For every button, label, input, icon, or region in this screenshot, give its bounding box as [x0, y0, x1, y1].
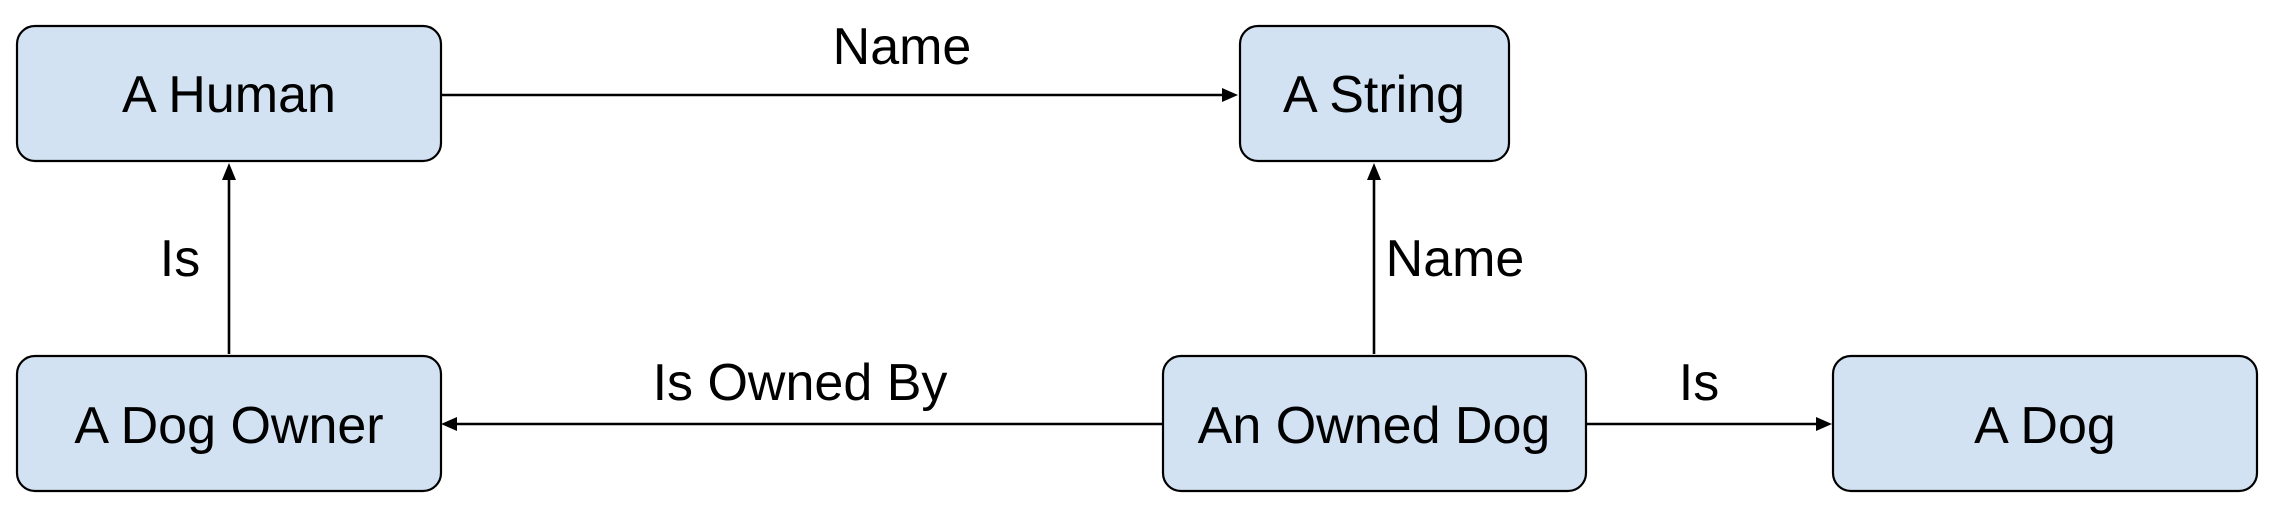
- arrowhead-up-icon: [1367, 163, 1381, 180]
- node-label-a-string: A String: [1283, 66, 1465, 124]
- edge-label-is-owned-by: Is Owned By: [653, 354, 948, 412]
- node-label-an-owned-dog: An Owned Dog: [1198, 397, 1551, 455]
- edge-human-name-string: Name: [442, 18, 1238, 102]
- node-a-string: A String: [1238, 24, 1511, 163]
- edge-owned-dog-is-owned-by-owner: Is Owned By: [441, 354, 1162, 431]
- node-a-dog-owner: A Dog Owner: [15, 354, 443, 493]
- arrowhead-left-icon: [441, 417, 457, 431]
- node-an-owned-dog: An Owned Dog: [1161, 354, 1588, 493]
- edge-label-owned-dog-name: Name: [1386, 230, 1525, 288]
- node-label-a-human: A Human: [122, 66, 336, 124]
- arrowhead-right-icon: [1222, 88, 1238, 102]
- edge-label-human-name: Name: [833, 18, 972, 76]
- node-a-dog: A Dog: [1831, 354, 2259, 493]
- edge-owner-is-human: Is: [160, 163, 236, 354]
- edge-owned-dog-name-string: Name: [1367, 163, 1524, 354]
- arrowhead-right-icon: [1816, 417, 1832, 431]
- node-label-a-dog-owner: A Dog Owner: [74, 397, 383, 455]
- edge-label-owned-dog-is: Is: [1679, 354, 1719, 412]
- edge-owned-dog-is-dog: Is: [1587, 354, 1832, 431]
- node-a-human: A Human: [15, 24, 443, 163]
- arrowhead-up-icon: [222, 163, 236, 180]
- edge-label-owner-is: Is: [160, 230, 200, 288]
- node-label-a-dog: A Dog: [1974, 397, 2116, 455]
